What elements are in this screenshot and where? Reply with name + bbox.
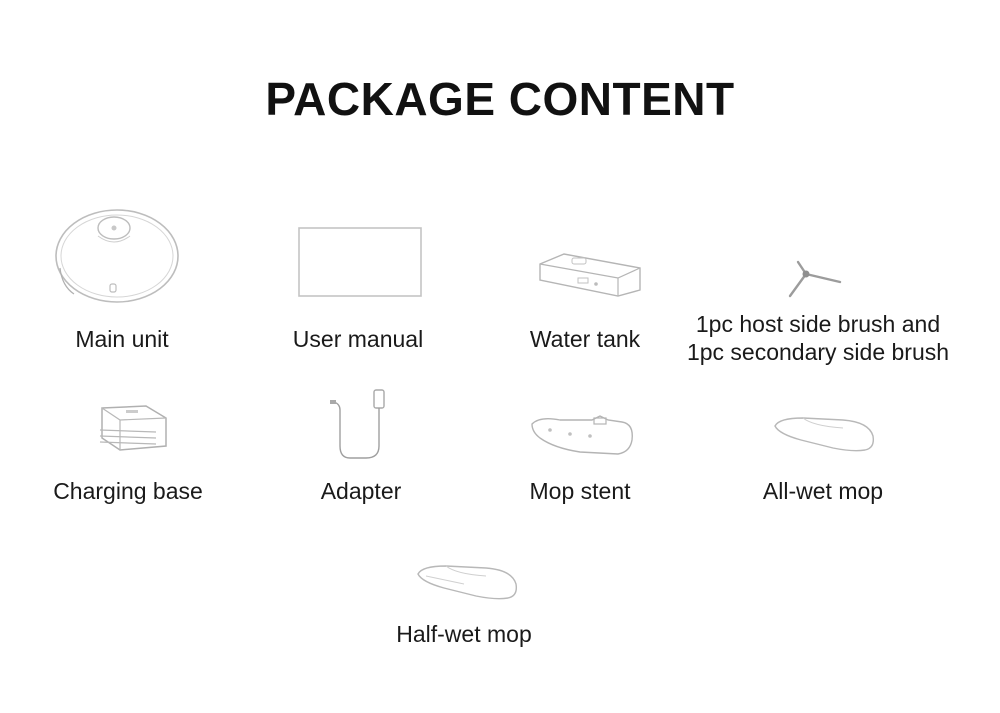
item-label-side-brush-line1: 1pc host side brush and bbox=[695, 311, 941, 337]
manual-icon bbox=[297, 226, 423, 298]
item-label-user-manual: User manual bbox=[292, 326, 424, 352]
page-title: PACKAGE CONTENT bbox=[265, 73, 735, 125]
item-label-main-unit: Main unit bbox=[75, 326, 169, 352]
item-label-half-wet-mop: Half-wet mop bbox=[396, 621, 532, 647]
all-wet-mop-icon bbox=[773, 414, 877, 454]
robot-vacuum-icon bbox=[52, 206, 182, 306]
item-label-side-brush-line2: 1pc secondary side brush bbox=[686, 339, 950, 365]
half-wet-mop-icon bbox=[416, 562, 520, 602]
mop-stent-icon bbox=[530, 414, 636, 458]
item-label-water-tank: Water tank bbox=[529, 326, 641, 352]
item-label-all-wet-mop: All-wet mop bbox=[762, 478, 884, 504]
adapter-icon bbox=[328, 386, 392, 462]
item-label-mop-stent: Mop stent bbox=[529, 478, 631, 504]
water-tank-icon bbox=[534, 250, 646, 298]
item-label-adapter: Adapter bbox=[320, 478, 402, 504]
item-label-charging-base: Charging base bbox=[53, 478, 203, 504]
side-brush-icon bbox=[782, 258, 846, 300]
charging-base-icon bbox=[96, 402, 170, 454]
